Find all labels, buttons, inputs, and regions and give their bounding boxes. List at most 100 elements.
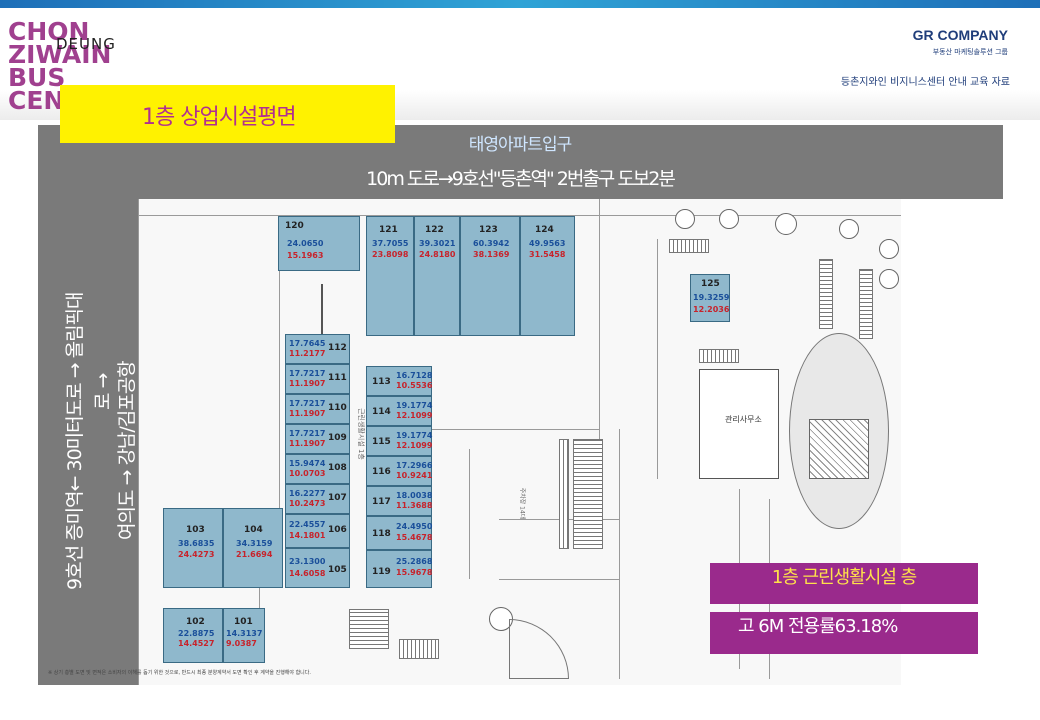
unit-119[interactable]: 119 25.2868 15.9678: [366, 550, 432, 588]
center-label: 등촌지와인 비지니스센터 안내 교육 자료: [840, 77, 1010, 88]
top-accent-bar: [0, 0, 1040, 8]
side-direction-line: 9호선 증미역← 30미터도로 → 올림픽대: [64, 292, 86, 590]
unit-101[interactable]: 101 14.3137 9.0387: [223, 608, 265, 663]
unit-net-area: 15.4678: [396, 533, 433, 542]
unit-area: 17.7217: [289, 399, 326, 408]
curve-path: [509, 619, 569, 679]
unit-area: 18.0038: [396, 491, 433, 500]
unit-net-area: 10.9241: [396, 471, 433, 480]
unit-net-area: 21.6694: [236, 550, 273, 559]
plan-line: [657, 239, 658, 479]
unit-117[interactable]: 117 18.0038 11.3688: [366, 486, 432, 516]
unit-number: 119: [372, 567, 391, 577]
unit-net-area: 11.1907: [289, 439, 326, 448]
unit-124[interactable]: 124 49.9563 31.5458: [520, 216, 575, 336]
parking-stall-marks: [573, 439, 603, 549]
unit-number: 115: [372, 437, 391, 447]
unit-net-area: 11.1907: [289, 409, 326, 418]
logo-line: CHON: [8, 17, 90, 46]
unit-net-area: 14.1801: [289, 531, 326, 540]
unit-number: 114: [372, 407, 391, 417]
unit-net-area: 31.5458: [529, 250, 566, 259]
unit-net-area: 10.0703: [289, 469, 326, 478]
unit-net-area: 11.2177: [289, 349, 326, 358]
corridor-label: 근린생활시설 1층: [356, 408, 365, 460]
unit-102[interactable]: 102 22.8875 14.4527: [163, 608, 223, 663]
unit-105[interactable]: 23.1300 14.6058 105: [285, 548, 350, 588]
unit-number: 110: [328, 403, 347, 413]
unit-120[interactable]: 120 24.0650 15.1963: [278, 216, 360, 271]
parking-stall-marks: [559, 439, 569, 549]
unit-net-area: 15.9678: [396, 568, 433, 577]
tree-circle: [675, 209, 695, 229]
unit-area: 16.2277: [289, 489, 326, 498]
unit-net-area: 23.8098: [372, 250, 409, 259]
unit-125[interactable]: 125 19.3259 12.2036: [690, 274, 730, 322]
unit-number: 113: [372, 377, 391, 387]
unit-106[interactable]: 22.4557 14.1801 106: [285, 514, 350, 548]
unit-number: 108: [328, 463, 347, 473]
unit-net-area: 38.1369: [473, 250, 510, 259]
unit-net-area: 14.4527: [178, 639, 215, 648]
unit-area: 23.1300: [289, 557, 326, 566]
unit-112[interactable]: 17.7645 11.2177 112: [285, 334, 350, 364]
unit-104[interactable]: 104 34.3159 21.6694: [223, 508, 283, 588]
unit-area: 60.3942: [473, 239, 510, 248]
page-title-box: 1층 상업시설평면: [60, 85, 395, 143]
unit-area: 38.6835: [178, 539, 215, 548]
stairs: [819, 259, 833, 329]
unit-area: 24.4950: [396, 522, 433, 531]
parking-label: 주차장 14대: [518, 487, 526, 520]
unit-net-area: 14.6058: [289, 569, 326, 578]
unit-net-area: 11.1907: [289, 379, 326, 388]
unit-net-area: 12.1099: [396, 411, 433, 420]
stairs: [699, 349, 739, 363]
plan-line: [279, 215, 280, 515]
unit-110[interactable]: 17.7217 11.1907 110: [285, 394, 350, 424]
unit-107[interactable]: 16.2277 10.2473 107: [285, 484, 350, 514]
unit-113[interactable]: 113 16.7128 10.5536: [366, 366, 432, 396]
unit-number: 107: [328, 493, 347, 503]
management-office-label: 관리사무소: [725, 415, 762, 424]
unit-108[interactable]: 15.9474 10.0703 108: [285, 454, 350, 484]
unit-area: 22.4557: [289, 520, 326, 529]
unit-115[interactable]: 115 19.1774 12.1099: [366, 426, 432, 456]
side-direction-line: 로 →: [92, 373, 114, 410]
unit-area: 37.7055: [372, 239, 409, 248]
unit-number: 105: [328, 565, 347, 575]
unit-122[interactable]: 122 39.3021 24.8180: [414, 216, 460, 336]
ratio-info-badge: 고 6M 전용률63.18%: [710, 612, 978, 654]
unit-area: 17.7645: [289, 339, 326, 348]
company-block: GR COMPANY 부동산 마케팅솔루션 그룹: [913, 27, 1008, 57]
unit-114[interactable]: 114 19.1774 12.1099: [366, 396, 432, 426]
logo-line: BUS: [8, 63, 66, 92]
unit-area: 15.9474: [289, 459, 326, 468]
management-office: [699, 369, 779, 479]
unit-121[interactable]: 121 37.7055 23.8098: [366, 216, 414, 336]
unit-number: 102: [186, 617, 205, 627]
unit-116[interactable]: 116 17.2966 10.9241: [366, 456, 432, 486]
unit-123[interactable]: 123 60.3942 38.1369: [460, 216, 520, 336]
unit-net-area: 9.0387: [226, 639, 257, 648]
unit-area: 25.2868: [396, 557, 433, 566]
tree-circle: [839, 219, 859, 239]
unit-net-area: 24.4273: [178, 550, 215, 559]
unit-118[interactable]: 118 24.4950 15.4678: [366, 516, 432, 550]
unit-number: 124: [535, 225, 554, 235]
side-direction-line: 여의도 → 강남/김포공항: [116, 361, 138, 540]
page-title: 1층 상업시설평면: [142, 105, 297, 130]
unit-net-area: 15.1963: [287, 251, 324, 260]
unit-number: 106: [328, 525, 347, 535]
unit-net-area: 12.2036: [693, 305, 730, 314]
unit-109[interactable]: 17.7217 11.1907 109: [285, 424, 350, 454]
unit-number: 109: [328, 433, 347, 443]
unit-number: 122: [425, 225, 444, 235]
unit-number: 120: [285, 221, 304, 231]
unit-number: 112: [328, 343, 347, 353]
tree-circle: [775, 213, 797, 235]
unit-number: 103: [186, 525, 205, 535]
tree-circle: [879, 269, 899, 289]
stairs: [349, 609, 389, 649]
unit-103[interactable]: 103 38.6835 24.4273: [163, 508, 223, 588]
unit-111[interactable]: 17.7217 11.1907 111: [285, 364, 350, 394]
